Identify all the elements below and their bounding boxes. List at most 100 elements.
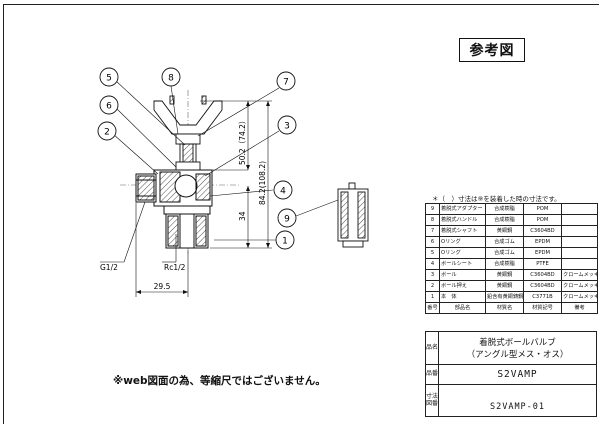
- parts-table-cell: C3771B: [523, 291, 562, 303]
- parts-table-cell: クロームメッキ: [561, 291, 598, 303]
- svg-text:5: 5: [106, 74, 112, 84]
- svg-text:2: 2: [104, 128, 110, 138]
- callout-leaders: [112, 80, 339, 241]
- dimension-50-2: 50.2（74.2）: [238, 117, 247, 165]
- parts-table-cell: 合成ゴム: [485, 247, 524, 259]
- parts-table-cell: EPDM: [523, 236, 562, 248]
- thread-rc12-label: Rc1/2: [164, 263, 186, 272]
- web-drawing-disclaimer: ※web図面の為、等縮尺ではございません。: [113, 375, 326, 387]
- parts-table-cell: PTFE: [523, 258, 562, 270]
- parts-table-cell: [561, 247, 598, 259]
- parts-table-cell: 1: [425, 291, 440, 303]
- product-number: S2VAMP: [497, 369, 538, 380]
- parts-table-cell: クロームメッキ: [561, 280, 598, 292]
- title-block: 品名 着脱式ボールバルブ （アングル型メス・オス） 品番 S2VAMP 寸法図番…: [425, 331, 597, 417]
- callouts: 5 6 2 8 7 3 4: [97, 67, 297, 250]
- parts-table-cell: C3604BD: [523, 225, 562, 237]
- thread-g12-label: G1/2: [100, 263, 118, 272]
- parts-table-cell: 5: [425, 247, 440, 259]
- parts-table-cell: 合成樹脂: [485, 203, 524, 215]
- parts-table-cell: 2: [425, 280, 440, 292]
- parts-table-cell: 6: [425, 236, 440, 248]
- parts-table-header-cell: 材質名: [485, 302, 524, 314]
- parts-table-cell: POM: [523, 214, 562, 226]
- parts-table-cell: 鉛含有黄銅鋳鋼: [485, 291, 524, 303]
- parts-table-cell: ボール: [439, 269, 486, 281]
- svg-text:7: 7: [283, 78, 289, 88]
- drawing-number-label: 寸法図番: [426, 385, 439, 416]
- svg-text:6: 6: [106, 102, 112, 112]
- parts-table-cell: 7: [425, 225, 440, 237]
- parts-table-cell: [561, 214, 598, 226]
- parts-table-cell: [561, 258, 598, 270]
- parts-table-cell: C3604BD: [523, 269, 562, 281]
- parts-table-cell: C3604BD: [523, 280, 562, 292]
- parts-table-cell: 本 体: [439, 291, 486, 303]
- parts-table-header-cell: 材質記号: [523, 302, 562, 314]
- product-name-line1: 着脱式ボールバルブ: [479, 338, 556, 348]
- parts-table-cell: Oリング: [439, 247, 486, 259]
- parts-table-header: 番号部品名材質名材質記号備考: [425, 302, 598, 314]
- drawing-number: S2VAMP-01: [489, 402, 546, 412]
- shaft-part: [175, 143, 201, 171]
- parts-table-cell: 9: [425, 203, 440, 215]
- callout-8: 8: [161, 67, 181, 87]
- sheet-border: [3, 4, 599, 424]
- product-number-label: 品番: [426, 365, 439, 384]
- svg-text:4: 4: [280, 187, 286, 197]
- parts-table-cell: [561, 225, 598, 237]
- parts-table-cell: 黄銅鋼: [485, 280, 524, 292]
- product-name-line2: （アングル型メス・オス）: [466, 350, 569, 360]
- callout-6: 6: [99, 95, 119, 115]
- parts-table-cell: POM: [523, 203, 562, 215]
- product-name-label: 品名: [426, 332, 439, 364]
- svg-text:8: 8: [168, 74, 174, 84]
- callout-2: 2: [97, 121, 117, 141]
- dimension-arrows: [136, 101, 270, 294]
- parts-table-cell: ボールシート: [439, 258, 486, 270]
- title-row-number: 品番 S2VAMP: [425, 365, 597, 385]
- callout-1: 1: [275, 230, 295, 250]
- callout-9: 9: [277, 208, 297, 228]
- title-row-drawing: 寸法図番 S2VAMP-01: [425, 385, 597, 417]
- dimension-29-5: 29.5: [154, 282, 171, 291]
- svg-text:3: 3: [284, 122, 290, 132]
- parts-table-cell: 4: [425, 258, 440, 270]
- dimension-34: 34: [238, 211, 247, 221]
- adapter-side-view: [337, 182, 369, 248]
- parts-table-cell: 着脱式シャフト: [439, 225, 486, 237]
- parts-table-cell: ボール押え: [439, 280, 486, 292]
- dimension-note: ＊（ ）寸法は⑨を装着した時の寸法です。: [432, 195, 561, 203]
- callout-7: 7: [276, 71, 296, 91]
- parts-table-cell: 黄銅鋼: [485, 225, 524, 237]
- svg-text:1: 1: [282, 237, 288, 247]
- parts-table-cell: [561, 236, 598, 248]
- parts-table-header-cell: 備考: [561, 302, 598, 314]
- svg-text:9: 9: [284, 215, 290, 225]
- parts-table-cell: クロームメッキ: [561, 269, 598, 281]
- valve-body: [135, 169, 213, 249]
- dimension-84-2: 84.2(108.2): [258, 161, 267, 205]
- parts-table-cell: 合成ゴム: [485, 236, 524, 248]
- parts-table-cell: 合成樹脂: [485, 258, 524, 270]
- dimension-lines: [100, 100, 272, 297]
- parts-table-header-cell: 番号: [425, 302, 440, 314]
- title-row-name: 品名 着脱式ボールバルブ （アングル型メス・オス）: [425, 331, 597, 365]
- parts-table-cell: 3: [425, 269, 440, 281]
- parts-table-cell: 着脱式アダプター: [439, 203, 486, 215]
- parts-table-cell: 着脱式ハンドル: [439, 214, 486, 226]
- callout-3: 3: [277, 115, 297, 135]
- reference-drawing-stamp: 参考図: [459, 38, 525, 62]
- parts-table-cell: Oリング: [439, 236, 486, 248]
